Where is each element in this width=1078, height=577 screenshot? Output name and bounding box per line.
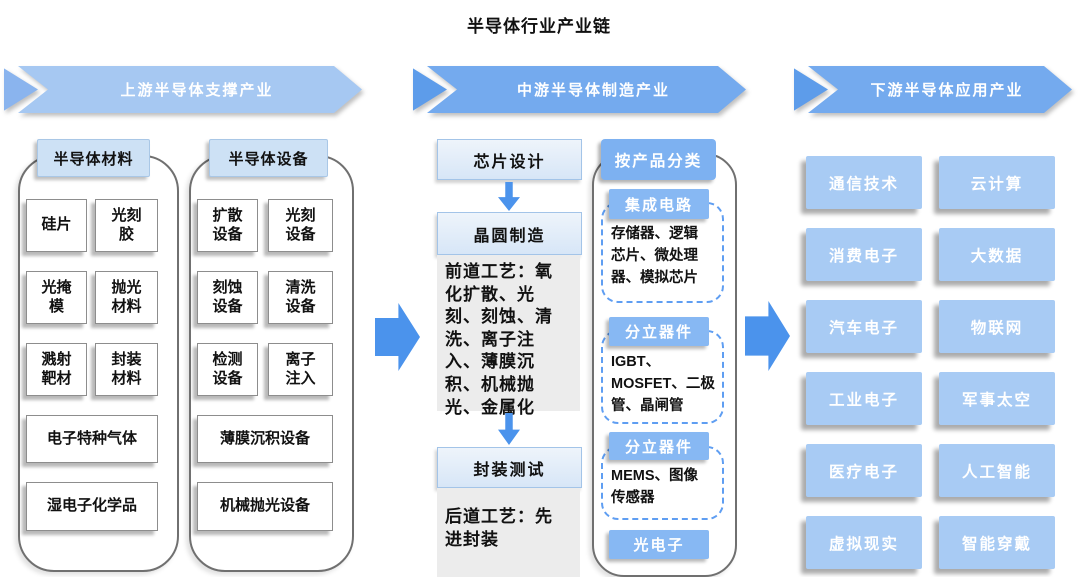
application-box: 云计算 [939, 156, 1055, 209]
material-item: 湿电子化学品 [26, 482, 158, 531]
flow-step-package-test: 封装测试 [437, 447, 582, 488]
banner-midstream-label: 中游半导体制造产业 [427, 66, 746, 113]
page-title: 半导体行业产业链 [467, 17, 611, 36]
material-item: 硅片 [26, 199, 87, 252]
group-detail-integrated-circuit: 存储器、逻辑 芯片、微处理 器、模拟芯片 [611, 226, 698, 286]
application-box: 人工智能 [939, 444, 1055, 497]
application-box: 消费电子 [806, 228, 922, 281]
equipment-items: 扩散 设备 光刻 设备 刻蚀 设备 清洗 设备 检测 设备 离子 注入 薄膜沉积… [197, 199, 333, 531]
application-box: 智能穿戴 [939, 516, 1055, 569]
material-item: 封装 材料 [95, 343, 158, 396]
material-item: 抛光 材料 [95, 271, 158, 324]
equipment-item: 薄膜沉积设备 [197, 415, 333, 463]
equipment-item: 检测 设备 [197, 343, 258, 396]
classification-header: 按产品分类 [601, 139, 716, 180]
group-label-integrated-circuit: 集成电路 [609, 189, 709, 219]
equipment-item: 离子 注入 [268, 343, 333, 396]
banner-downstream-label: 下游半导体应用产业 [808, 66, 1072, 113]
group-detail-sensors: MEMS、图像 传感器 [611, 468, 698, 506]
banner-upstream: 上游半导体支撑产业 [4, 66, 362, 113]
application-box: 虚拟现实 [806, 516, 922, 569]
application-box: 通信技术 [806, 156, 922, 209]
materials-items: 硅片 光刻 胶 光掩 模 抛光 材料 溅射 靶材 封装 材料 电子特种气体 湿电… [26, 199, 158, 531]
equipment-header: 半导体设备 [209, 139, 328, 177]
application-box: 物联网 [939, 300, 1055, 353]
equipment-item: 刻蚀 设备 [197, 271, 258, 324]
equipment-item: 光刻 设备 [268, 199, 333, 252]
application-box: 军事太空 [939, 372, 1055, 425]
group-label-optoelectronics: 光电子 [609, 530, 709, 559]
banner-midstream: 中游半导体制造产业 [413, 66, 746, 113]
materials-header: 半导体材料 [37, 139, 150, 177]
banner-upstream-label: 上游半导体支撑产业 [18, 66, 362, 113]
arrow-right-icon [745, 301, 790, 371]
arrow-right-icon [375, 303, 420, 371]
group-label-sensors: 分立器件 [609, 432, 709, 460]
application-box: 工业电子 [806, 372, 922, 425]
equipment-item: 清洗 设备 [268, 271, 333, 324]
flow-step-wafer-fab: 晶圆制造 [437, 212, 582, 255]
group-label-discrete-devices: 分立器件 [609, 317, 709, 346]
application-box: 汽车电子 [806, 300, 922, 353]
package-process-note: 后道工艺：先 进封装 [437, 488, 580, 577]
equipment-item: 扩散 设备 [197, 199, 258, 252]
applications-grid: 通信技术 云计算 消费电子 大数据 汽车电子 物联网 工业电子 军事太空 医疗电… [806, 156, 1055, 569]
material-item: 光掩 模 [26, 271, 87, 324]
arrow-down-icon [498, 182, 520, 211]
equipment-item: 机械抛光设备 [197, 482, 333, 531]
flow-step-chip-design: 芯片设计 [437, 139, 582, 180]
banner-downstream: 下游半导体应用产业 [794, 66, 1072, 113]
material-item: 电子特种气体 [26, 415, 158, 463]
material-item: 溅射 靶材 [26, 343, 87, 396]
group-detail-discrete-devices: IGBT、 MOSFET、二极 管、晶闸管 [611, 354, 715, 414]
application-box: 大数据 [939, 228, 1055, 281]
application-box: 医疗电子 [806, 444, 922, 497]
wafer-process-note: 前道工艺：氧 化扩散、光 刻、刻蚀、清 洗、离子注 入、薄膜沉 积、机械抛 光、… [437, 255, 580, 417]
material-item: 光刻 胶 [95, 199, 158, 252]
